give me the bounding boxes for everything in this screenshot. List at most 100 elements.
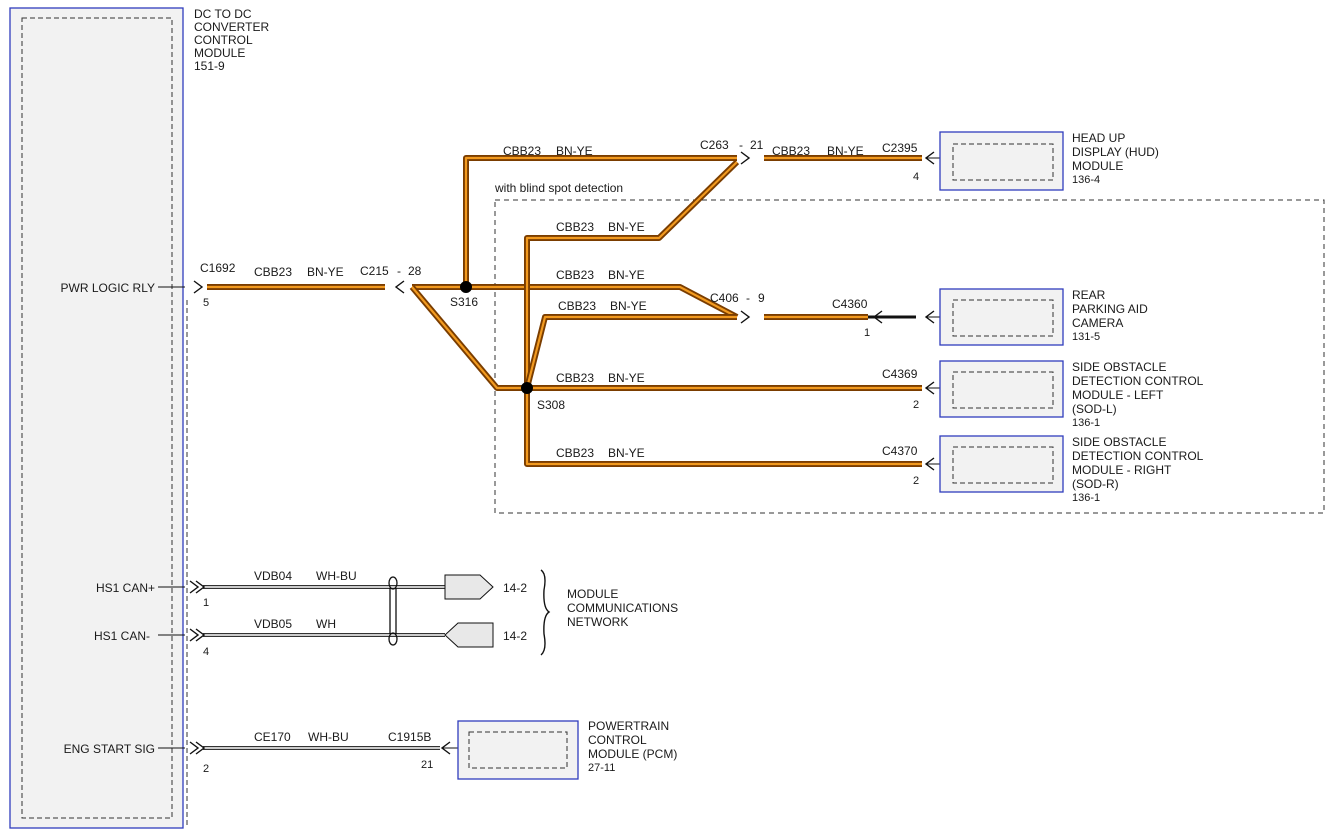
cbb23-wire-c215-to-s308[interactable] bbox=[409, 285, 527, 391]
network-title: MODULE COMMUNICATIONS NETWORK bbox=[567, 587, 678, 629]
sodl-module-title: SIDE OBSTACLE DETECTION CONTROL MODULE -… bbox=[1072, 360, 1204, 429]
svg-text:DETECTION CONTROL: DETECTION CONTROL bbox=[1072, 449, 1204, 463]
pin-number-pwr: 5 bbox=[203, 297, 209, 309]
can-lo-connector-arrow-2 bbox=[195, 628, 206, 642]
wire-label-dcdc-c215: CBB23 BN-YE bbox=[254, 265, 344, 279]
eng-connector-arrow bbox=[189, 741, 200, 755]
sod-left-module[interactable] bbox=[939, 360, 1064, 418]
splice-s316-label: S316 bbox=[450, 295, 478, 309]
svg-text:(SOD-L): (SOD-L) bbox=[1072, 402, 1117, 416]
cbb23-wire-s316-to-c263[interactable] bbox=[463, 155, 737, 287]
svg-text:BN-YE: BN-YE bbox=[608, 446, 645, 460]
c406-connector-arrow bbox=[740, 310, 751, 324]
can-hi-connector-arrow-2 bbox=[195, 580, 206, 594]
c215-pin: 28 bbox=[408, 264, 422, 278]
wire-label-ce170: CE170 WH-BU bbox=[254, 730, 349, 744]
svg-text:CE170: CE170 bbox=[254, 730, 291, 744]
sodr-module-title: SIDE OBSTACLE DETECTION CONTROL MODULE -… bbox=[1072, 435, 1204, 504]
eng-connector-arrow-2 bbox=[195, 741, 206, 755]
c4360-label: C4360 bbox=[832, 297, 868, 311]
splice-s316[interactable] bbox=[460, 281, 472, 293]
pin-number-can-hi: 1 bbox=[203, 597, 209, 609]
pin-label-pwr-logic-rly: PWR LOGIC RLY bbox=[61, 281, 155, 295]
rear-parking-aid-camera-module[interactable] bbox=[939, 288, 1064, 346]
wire-label-s308-c4370: CBB23 BN-YE bbox=[556, 446, 645, 460]
svg-text:WH-BU: WH-BU bbox=[316, 569, 357, 583]
can-hi-ref: 14-2 bbox=[503, 581, 527, 595]
svg-text:CBB23: CBB23 bbox=[503, 144, 541, 158]
svg-text:136-4: 136-4 bbox=[1072, 174, 1100, 186]
svg-text:BN-YE: BN-YE bbox=[608, 268, 645, 282]
cbb23-wire-s308-to-c4370[interactable] bbox=[524, 388, 922, 467]
c2395-pin: 4 bbox=[913, 171, 919, 183]
svg-text:136-1: 136-1 bbox=[1072, 417, 1100, 429]
wire-label-s308-c263: CBB23 BN-YE bbox=[556, 220, 645, 234]
cbb23-wire-s316-to-c406[interactable] bbox=[466, 284, 739, 320]
svg-text:BN-YE: BN-YE bbox=[608, 371, 645, 385]
svg-text:PARKING AID: PARKING AID bbox=[1072, 302, 1148, 316]
wire-label-s308-c4369: CBB23 BN-YE bbox=[556, 371, 645, 385]
svg-text:SIDE OBSTACLE: SIDE OBSTACLE bbox=[1072, 360, 1166, 374]
svg-text:BN-YE: BN-YE bbox=[608, 220, 645, 234]
blind-spot-option-region bbox=[494, 199, 1325, 514]
can-lo-network-connector[interactable] bbox=[444, 622, 494, 648]
blind-spot-option-label: with blind spot detection bbox=[494, 181, 623, 195]
hud-module[interactable] bbox=[939, 131, 1064, 191]
cbb23-wire-s308-to-c263[interactable] bbox=[524, 159, 740, 388]
c215-connector-arrow bbox=[394, 280, 405, 294]
svg-text:CBB23: CBB23 bbox=[254, 265, 292, 279]
svg-text:(SOD-R): (SOD-R) bbox=[1072, 477, 1119, 491]
wire-label-c263-c2395: CBB23 BN-YE bbox=[772, 144, 864, 158]
c2395-label: C2395 bbox=[882, 141, 918, 155]
svg-text:MODULE: MODULE bbox=[567, 587, 618, 601]
twisted-pair-symbol bbox=[388, 576, 398, 646]
c4370-label: C4370 bbox=[882, 444, 918, 458]
dcdc-converter-module[interactable] bbox=[9, 7, 184, 829]
c215-label: C215 bbox=[360, 264, 389, 278]
can-hi-network-connector[interactable] bbox=[444, 574, 494, 600]
svg-text:MODULE: MODULE bbox=[1072, 159, 1123, 173]
c4369-label: C4369 bbox=[882, 367, 918, 381]
dcdc-title-line1: DC TO DC bbox=[194, 7, 252, 21]
svg-text:CBB23: CBB23 bbox=[556, 268, 594, 282]
pcm-module-title: POWERTRAIN CONTROL MODULE (PCM) 27-11 bbox=[588, 719, 677, 774]
svg-text:CBB23: CBB23 bbox=[772, 144, 810, 158]
pcm-module[interactable] bbox=[457, 720, 579, 780]
c406-pin: 9 bbox=[758, 291, 765, 305]
svg-text:CAMERA: CAMERA bbox=[1072, 316, 1123, 330]
svg-text:CBB23: CBB23 bbox=[556, 446, 594, 460]
c4370-pin: 2 bbox=[913, 475, 919, 487]
wire-label-s308-c406: CBB23 BN-YE bbox=[558, 299, 647, 313]
svg-text:BN-YE: BN-YE bbox=[610, 299, 647, 313]
svg-text:COMMUNICATIONS: COMMUNICATIONS bbox=[567, 601, 678, 615]
splice-s308[interactable] bbox=[521, 382, 533, 394]
can-hi-connector-arrow bbox=[189, 580, 200, 594]
c1692-label: C1692 bbox=[200, 261, 236, 275]
c406-dash: - bbox=[746, 291, 750, 305]
network-bracket bbox=[540, 569, 551, 656]
svg-text:WH: WH bbox=[316, 617, 336, 631]
dcdc-title-line3: CONTROL bbox=[194, 33, 253, 47]
svg-text:SIDE OBSTACLE: SIDE OBSTACLE bbox=[1072, 435, 1166, 449]
svg-text:BN-YE: BN-YE bbox=[827, 144, 864, 158]
pin-label-hs1-can-minus: HS1 CAN- bbox=[94, 629, 150, 643]
pin-number-eng: 2 bbox=[203, 763, 209, 775]
wire-label-s316-c406: CBB23 BN-YE bbox=[556, 268, 645, 282]
pin-label-eng-start-sig: ENG START SIG bbox=[64, 742, 155, 756]
c263-dash: - bbox=[739, 138, 743, 152]
wire-label-can-lo: VDB05 WH bbox=[254, 617, 336, 631]
svg-text:131-5: 131-5 bbox=[1072, 331, 1100, 343]
c263-connector-arrow bbox=[740, 151, 751, 165]
sod-right-module[interactable] bbox=[939, 435, 1064, 493]
svg-text:BN-YE: BN-YE bbox=[307, 265, 344, 279]
c4360-connector-arrow-a bbox=[872, 310, 883, 324]
c263-pin: 21 bbox=[750, 138, 764, 152]
svg-text:HEAD UP: HEAD UP bbox=[1072, 131, 1125, 145]
splice-s308-label: S308 bbox=[537, 398, 565, 412]
svg-text:REAR: REAR bbox=[1072, 288, 1106, 302]
svg-text:BN-YE: BN-YE bbox=[556, 144, 593, 158]
can-lo-ref: 14-2 bbox=[503, 629, 527, 643]
wire-label-can-hi: VDB04 WH-BU bbox=[254, 569, 357, 583]
cbb23-wire-s308-to-c406[interactable] bbox=[524, 314, 737, 389]
